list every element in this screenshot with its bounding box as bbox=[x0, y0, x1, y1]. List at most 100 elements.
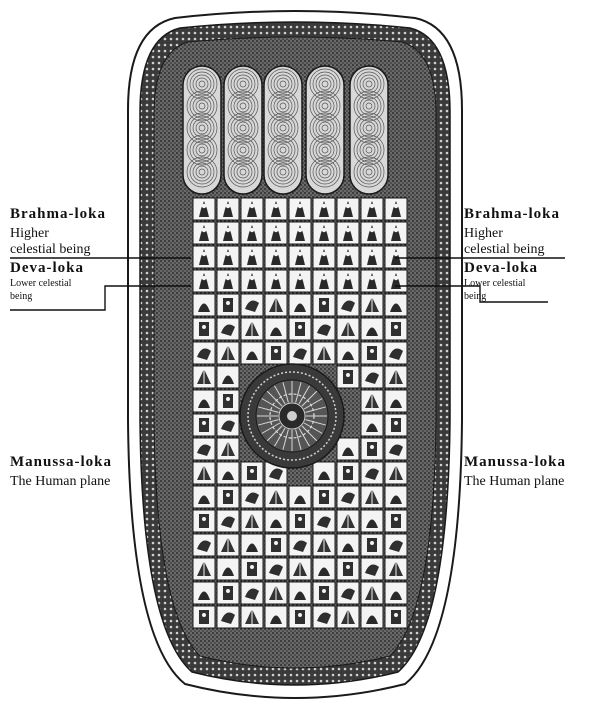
symbol-cell bbox=[289, 534, 311, 556]
symbol-cell bbox=[265, 270, 287, 292]
left-manussa-loka-line1: The Human plane bbox=[10, 473, 110, 490]
symbol-cell bbox=[313, 294, 335, 316]
symbol-cell bbox=[217, 246, 239, 268]
symbol-cell bbox=[337, 558, 359, 580]
toe-1 bbox=[183, 66, 221, 194]
symbol-cell bbox=[313, 222, 335, 244]
symbol-cell bbox=[313, 582, 335, 604]
symbol-cell bbox=[241, 582, 263, 604]
symbol-cell bbox=[313, 534, 335, 556]
symbol-cell bbox=[217, 558, 239, 580]
symbol-cell bbox=[337, 462, 359, 484]
symbol-cell bbox=[265, 294, 287, 316]
symbol-cell bbox=[337, 246, 359, 268]
symbol-cell bbox=[361, 294, 383, 316]
symbol-cell bbox=[241, 534, 263, 556]
symbol-cell bbox=[193, 534, 215, 556]
symbol-cell bbox=[361, 246, 383, 268]
toe-2 bbox=[224, 66, 262, 194]
symbol-cell bbox=[241, 294, 263, 316]
symbol-cell bbox=[265, 606, 287, 628]
symbol-cell bbox=[289, 270, 311, 292]
symbol-cell bbox=[385, 294, 407, 316]
toe-4 bbox=[306, 66, 344, 194]
symbol-cell bbox=[385, 414, 407, 436]
right-manussa-loka-line1: The Human plane bbox=[464, 473, 564, 490]
symbol-cell bbox=[361, 222, 383, 244]
symbol-cell bbox=[361, 558, 383, 580]
wheel-center bbox=[287, 411, 297, 421]
symbol-cell bbox=[265, 486, 287, 508]
symbol-cell bbox=[337, 510, 359, 532]
symbol-cell bbox=[385, 222, 407, 244]
symbol-cell bbox=[385, 462, 407, 484]
symbol-cell bbox=[193, 342, 215, 364]
symbol-cell bbox=[265, 222, 287, 244]
symbol-cell bbox=[289, 342, 311, 364]
right-brahma-loka-line2: celestial being bbox=[464, 241, 544, 258]
symbol-cell bbox=[289, 486, 311, 508]
symbol-cell bbox=[217, 438, 239, 460]
symbol-cell bbox=[193, 294, 215, 316]
symbol-cell bbox=[385, 606, 407, 628]
symbol-cell bbox=[385, 558, 407, 580]
right-brahma-loka-title: Brahma-loka bbox=[464, 206, 560, 223]
symbol-cell bbox=[241, 606, 263, 628]
toe-3 bbox=[264, 66, 302, 194]
symbol-cell bbox=[241, 342, 263, 364]
symbol-cell bbox=[313, 342, 335, 364]
symbol-cell bbox=[217, 198, 239, 220]
symbol-cell bbox=[217, 342, 239, 364]
symbol-cell bbox=[217, 222, 239, 244]
symbol-cell bbox=[217, 294, 239, 316]
symbol-cell bbox=[241, 318, 263, 340]
symbol-cell bbox=[337, 486, 359, 508]
symbol-cell bbox=[361, 270, 383, 292]
symbol-cell bbox=[217, 270, 239, 292]
right-deva-loka-line1: Lower celestial bbox=[464, 278, 525, 290]
symbol-cell bbox=[337, 294, 359, 316]
symbol-cell bbox=[385, 510, 407, 532]
left-deva-loka-line1: Lower celestial bbox=[10, 278, 71, 290]
symbol-cell bbox=[337, 534, 359, 556]
symbol-cell bbox=[337, 222, 359, 244]
symbol-cell bbox=[193, 486, 215, 508]
toe-prints bbox=[183, 66, 388, 194]
symbol-cell bbox=[337, 582, 359, 604]
symbol-cell bbox=[313, 510, 335, 532]
symbol-cell bbox=[241, 486, 263, 508]
symbol-cell bbox=[337, 438, 359, 460]
left-deva-loka-title: Deva-loka bbox=[10, 260, 84, 277]
symbol-cell bbox=[385, 198, 407, 220]
symbol-cell bbox=[289, 222, 311, 244]
symbol-cell bbox=[361, 510, 383, 532]
symbol-cell bbox=[361, 438, 383, 460]
symbol-cell bbox=[289, 510, 311, 532]
left-brahma-loka-line2: celestial being bbox=[10, 241, 90, 258]
symbol-cell bbox=[313, 606, 335, 628]
symbol-cell bbox=[337, 198, 359, 220]
symbol-cell bbox=[217, 318, 239, 340]
symbol-cell bbox=[193, 414, 215, 436]
symbol-cell bbox=[193, 438, 215, 460]
symbol-cell bbox=[385, 366, 407, 388]
symbol-cell bbox=[193, 606, 215, 628]
symbol-cell bbox=[265, 582, 287, 604]
symbol-cell bbox=[337, 342, 359, 364]
symbol-cell bbox=[241, 198, 263, 220]
symbol-cell bbox=[313, 558, 335, 580]
symbol-cell bbox=[289, 606, 311, 628]
symbol-cell bbox=[385, 390, 407, 412]
symbol-cell bbox=[193, 462, 215, 484]
symbol-cell bbox=[265, 558, 287, 580]
right-brahma-loka-line1: Higher bbox=[464, 225, 503, 242]
symbol-cell bbox=[217, 510, 239, 532]
symbol-cell bbox=[289, 294, 311, 316]
symbol-cell bbox=[241, 270, 263, 292]
symbol-cell bbox=[337, 606, 359, 628]
symbol-cell bbox=[193, 222, 215, 244]
symbol-cell bbox=[361, 486, 383, 508]
symbol-cell bbox=[385, 270, 407, 292]
